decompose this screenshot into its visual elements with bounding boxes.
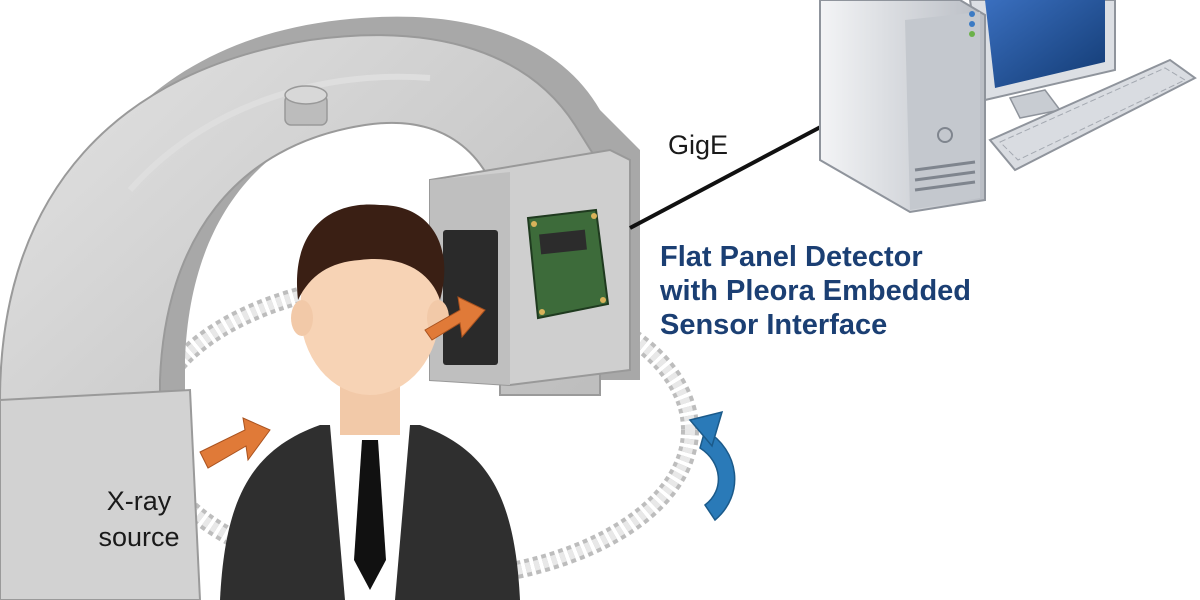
computer-illustration: [819, 0, 1197, 214]
detector-label-line1: Flat Panel Detector: [660, 241, 923, 273]
xray-source-label: X-ray source: [96, 483, 182, 555]
xray-source-label-line1: X-ray: [106, 486, 172, 516]
person-illustration: [220, 204, 520, 600]
rotation-arrow-icon: [688, 410, 736, 522]
gige-label: GigE: [668, 130, 729, 160]
detector-label-line3: Sensor Interface: [660, 309, 888, 341]
circuit-board-icon: [526, 208, 610, 320]
gige-cable: [629, 120, 831, 230]
xray-source-label-line2: source: [98, 522, 180, 552]
detector-label-line2: with Pleora Embedded: [660, 275, 971, 307]
gantry-illustration: [0, 16, 640, 600]
flat-panel-detector-label: Flat Panel Detector with Pleora Embedded…: [660, 240, 971, 342]
xray-beam-arrow: [199, 296, 486, 469]
